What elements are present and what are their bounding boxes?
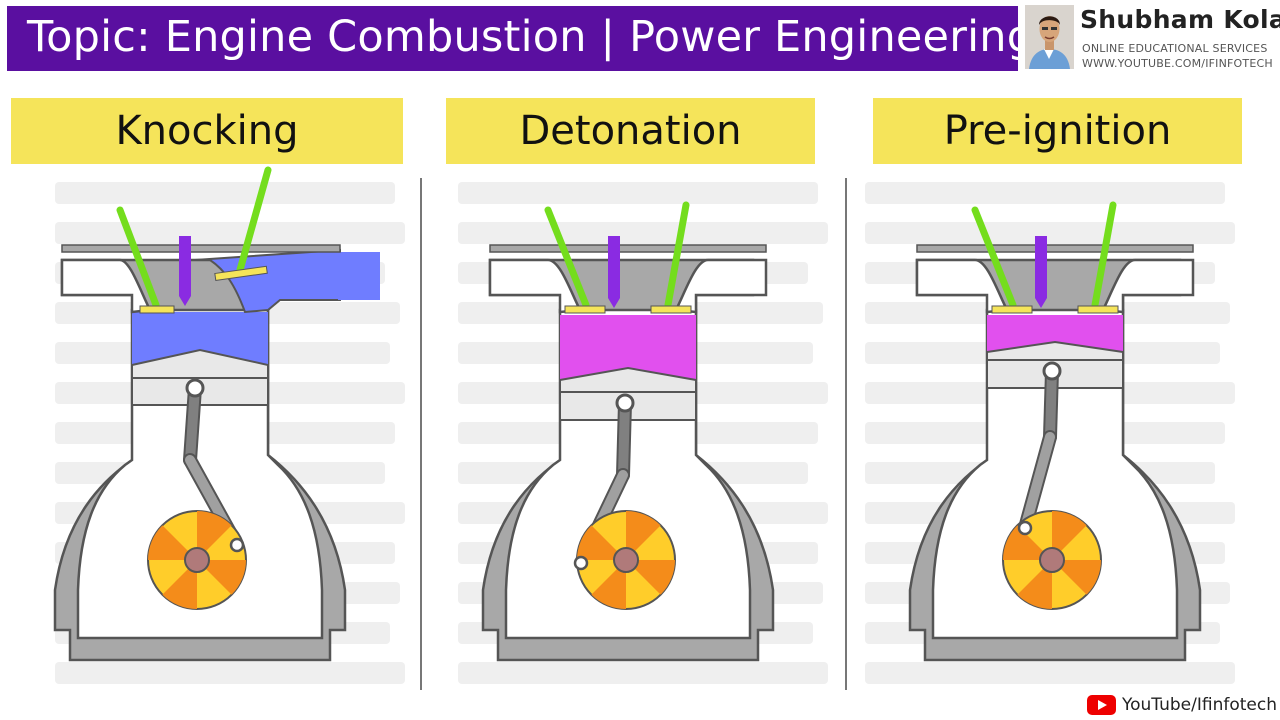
topic-banner: Topic: Engine Combustion | Power Enginee… [7, 6, 1034, 71]
footer-text: YouTube/Ifinfotech [1122, 695, 1277, 715]
combustion-gas [987, 315, 1123, 352]
engine-diagram-detonation [481, 201, 775, 662]
spark-plug [1035, 236, 1047, 298]
label-knocking: Knocking [11, 98, 403, 164]
panel-divider [845, 178, 847, 690]
panel-divider [420, 178, 422, 690]
spark-plug [608, 236, 620, 298]
label-text: Knocking [115, 108, 299, 154]
brand-tagline: ONLINE EDUCATIONAL SERVICES [1082, 42, 1268, 55]
exhaust-valve-stem [236, 166, 272, 274]
intake-valve-stem [544, 206, 590, 309]
label-text: Detonation [519, 108, 742, 154]
crankshaft-wheel [147, 510, 247, 610]
engine-diagram-pre-ignition [908, 201, 1202, 662]
label-pre-ignition: Pre-ignition [873, 98, 1242, 164]
exhaust-valve-stem [664, 201, 690, 309]
intake-valve-stem [116, 206, 160, 309]
spark-plug [179, 236, 191, 296]
label-detonation: Detonation [446, 98, 815, 164]
label-text: Pre-ignition [943, 108, 1172, 154]
youtube-channel-link[interactable]: YouTube/Ifinfotech [1087, 692, 1277, 718]
intake-valve-stem [971, 206, 1017, 309]
crankshaft-wheel [576, 510, 676, 610]
combustion-gas [132, 312, 268, 365]
brand-url: WWW.YOUTUBE.COM/IFINFOTECH [1082, 57, 1273, 70]
brand-block: Shubham Kola ONLINE EDUCATIONAL SERVICES… [1024, 5, 1280, 71]
engine-diagram-knocking [53, 166, 380, 662]
crankshaft-wheel [1002, 510, 1102, 610]
brand-name: Shubham Kola [1080, 5, 1280, 34]
page-title: Topic: Engine Combustion | Power Enginee… [27, 12, 1035, 62]
exhaust-valve-stem [1091, 201, 1117, 309]
youtube-icon [1087, 695, 1116, 715]
combustion-gas [560, 315, 696, 380]
presenter-avatar [1025, 5, 1074, 69]
